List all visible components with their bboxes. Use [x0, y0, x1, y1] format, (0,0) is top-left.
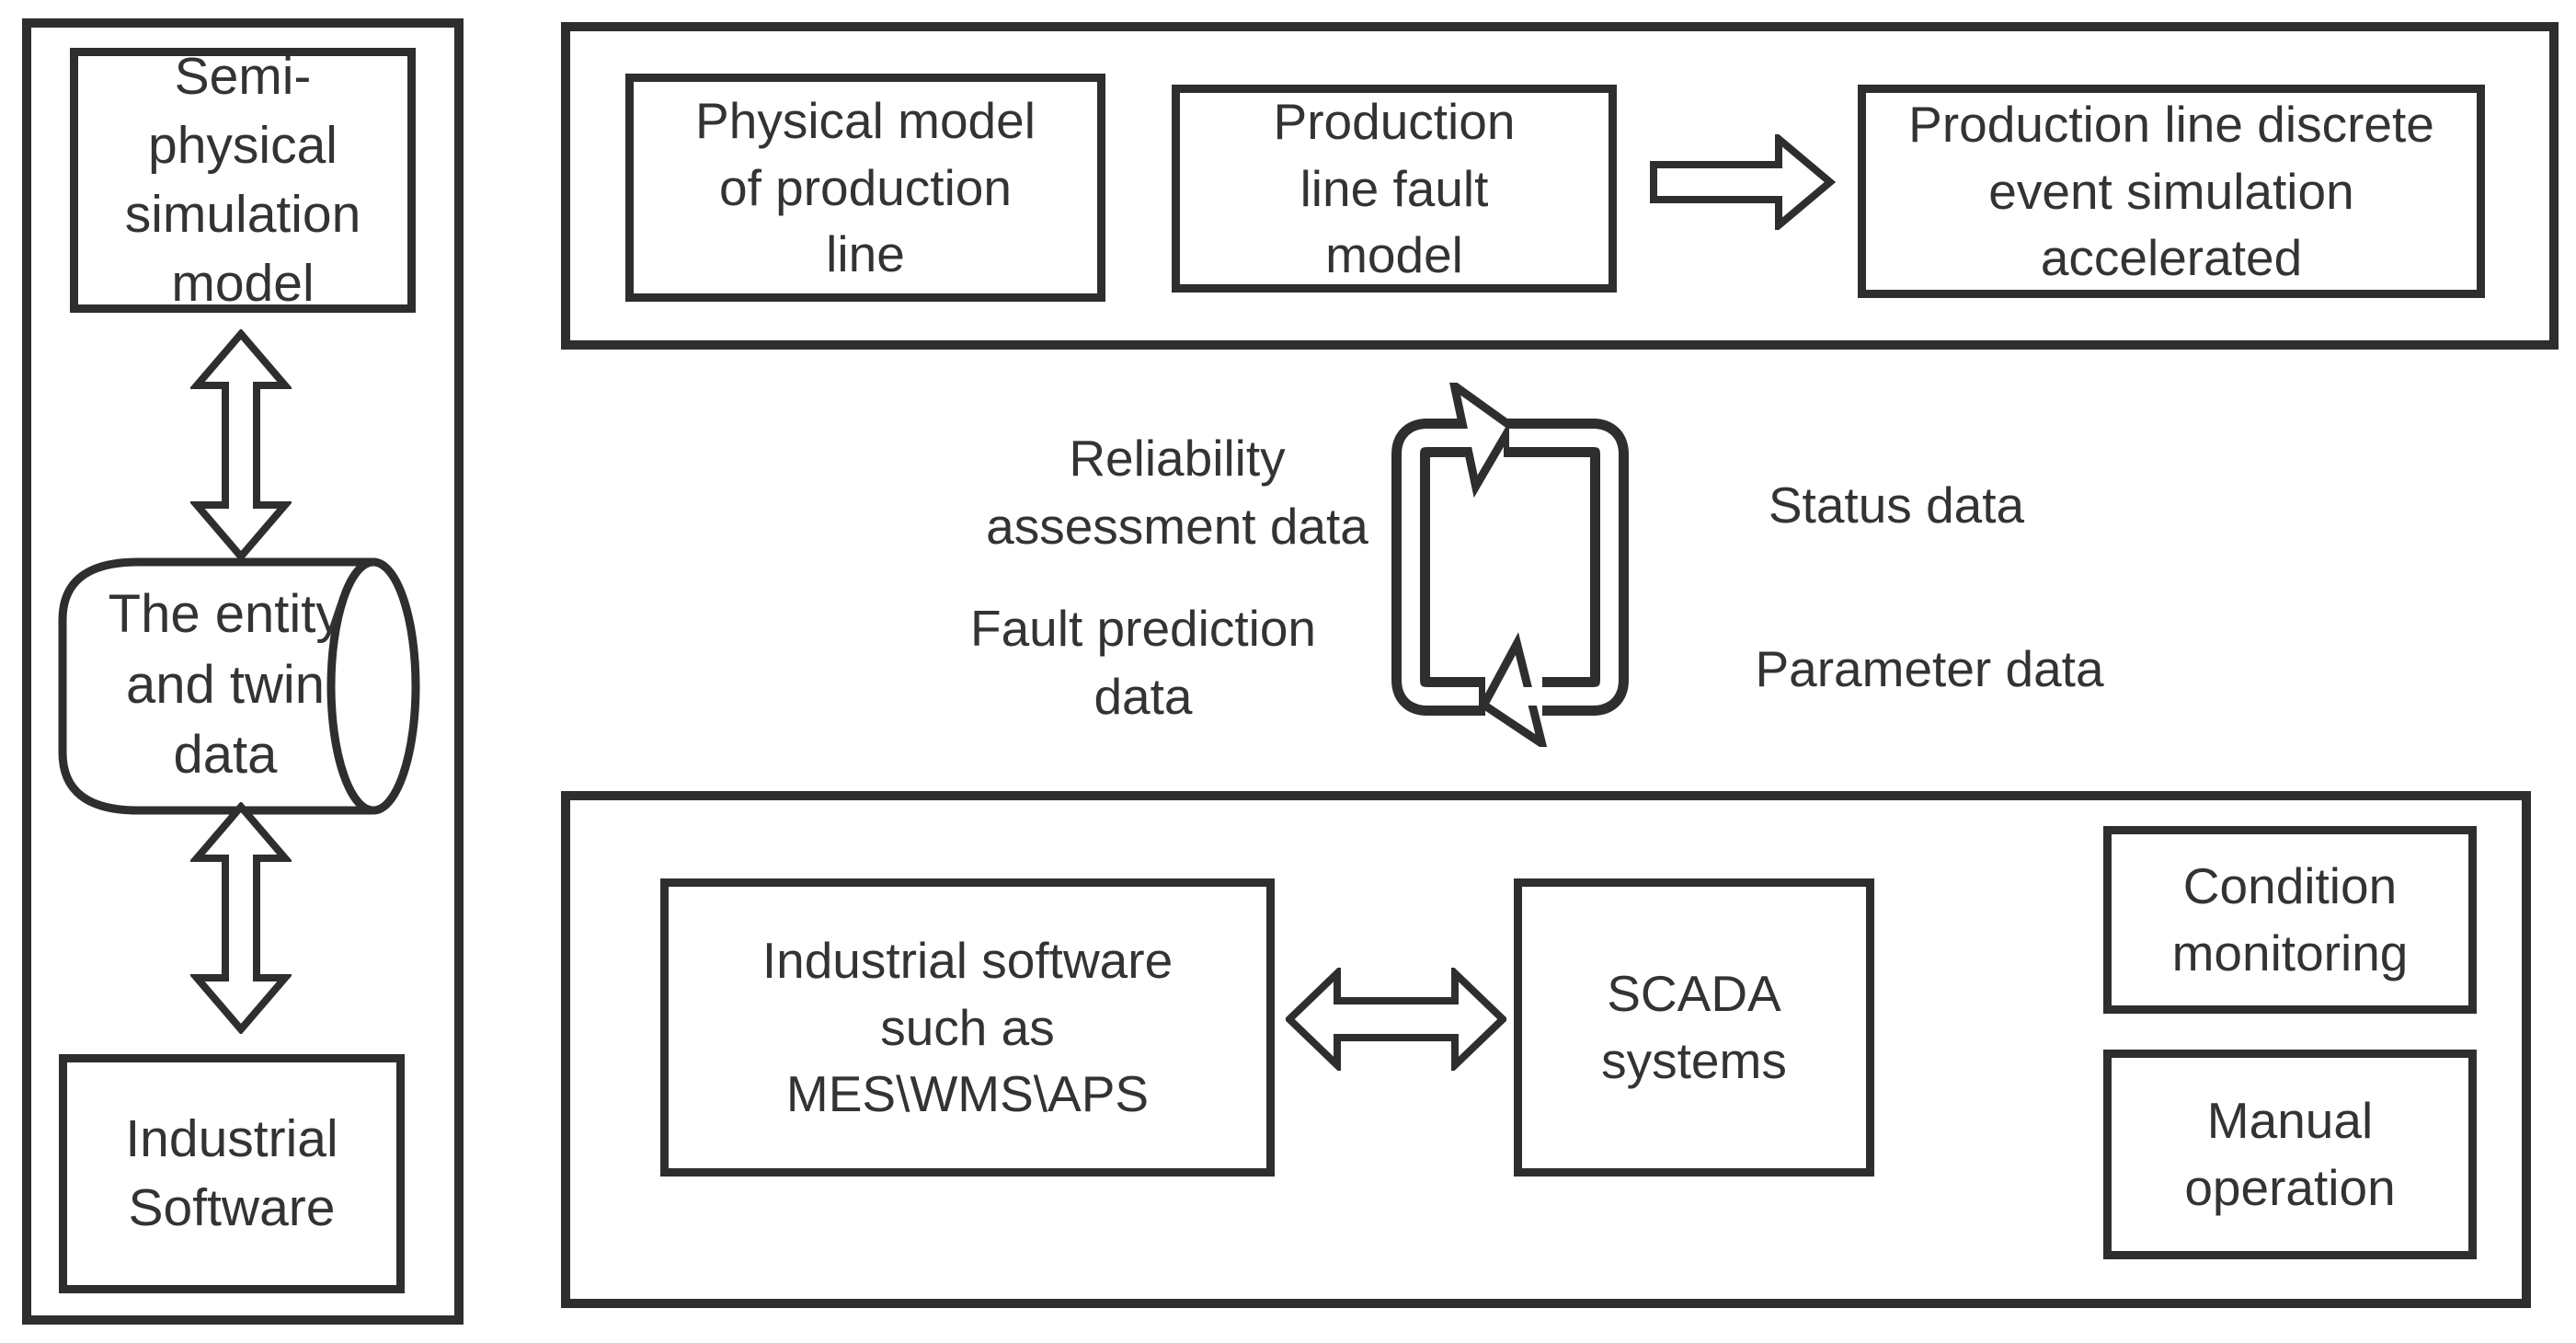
up-down-arrow-icon [190, 802, 292, 1034]
manual-operation-box: Manual operation [2103, 1050, 2477, 1259]
parameter-data-label: Parameter data [1755, 639, 2104, 697]
right-arrow-icon [1650, 134, 1836, 230]
status-data-label: Status data [1768, 476, 2025, 534]
physical-model-box: Physical model of production line [625, 74, 1105, 302]
cycle-arrows-icon [1391, 383, 1629, 747]
database-cylinder-icon [58, 557, 420, 815]
scada-systems-box: SCADA systems [1514, 878, 1874, 1177]
industrial-software-box: Industrial Software [59, 1054, 405, 1293]
mes-wms-aps-software-box: Industrial software such as MES\WMS\APS [660, 878, 1275, 1177]
reliability-assessment-data-label: Reliability assessment data [986, 429, 1368, 555]
discrete-event-simulation-box: Production line discrete event simulatio… [1858, 85, 2485, 298]
up-down-arrow-icon [190, 329, 292, 561]
entity-twin-data-cylinder-label: The entity and twin data [108, 584, 343, 786]
fault-prediction-data-label: Fault prediction data [969, 599, 1317, 725]
condition-monitoring-box: Condition monitoring [2103, 826, 2477, 1014]
left-right-arrow-icon [1286, 968, 1506, 1071]
fault-model-box: Production line fault model [1172, 85, 1617, 293]
semi-physical-model-box: Semi- physical simulation model [70, 47, 416, 313]
